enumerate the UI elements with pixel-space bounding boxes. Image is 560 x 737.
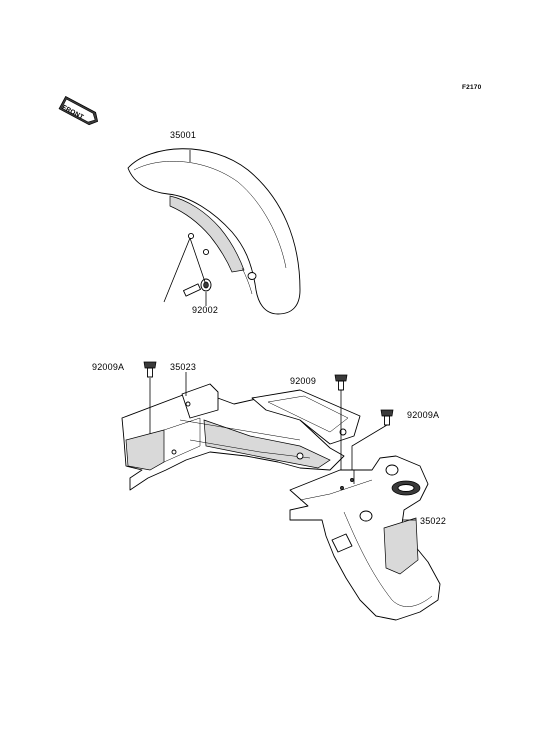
front-fender bbox=[127, 148, 301, 315]
leader-92009a-right bbox=[351, 424, 388, 470]
front-direction-badge bbox=[58, 95, 99, 126]
bolt-92009a-left bbox=[143, 361, 157, 378]
label-92002: 92002 bbox=[192, 305, 219, 315]
label-35022: 35022 bbox=[420, 516, 447, 526]
label-92009: 92009 bbox=[290, 376, 317, 386]
label-35023: 35023 bbox=[170, 362, 197, 372]
leader-92002-fender bbox=[163, 237, 206, 303]
bolt-92009a-right bbox=[380, 409, 394, 426]
bolt-92002 bbox=[183, 278, 212, 297]
rear-bracket bbox=[121, 383, 361, 491]
label-92009a-left: 92009A bbox=[92, 362, 125, 372]
diagram-reference: F2170 bbox=[462, 84, 482, 91]
rear-fender bbox=[289, 455, 441, 621]
label-35001: 35001 bbox=[170, 130, 197, 140]
bolt-92009 bbox=[334, 374, 348, 391]
label-92009a-right: 92009A bbox=[407, 410, 440, 420]
